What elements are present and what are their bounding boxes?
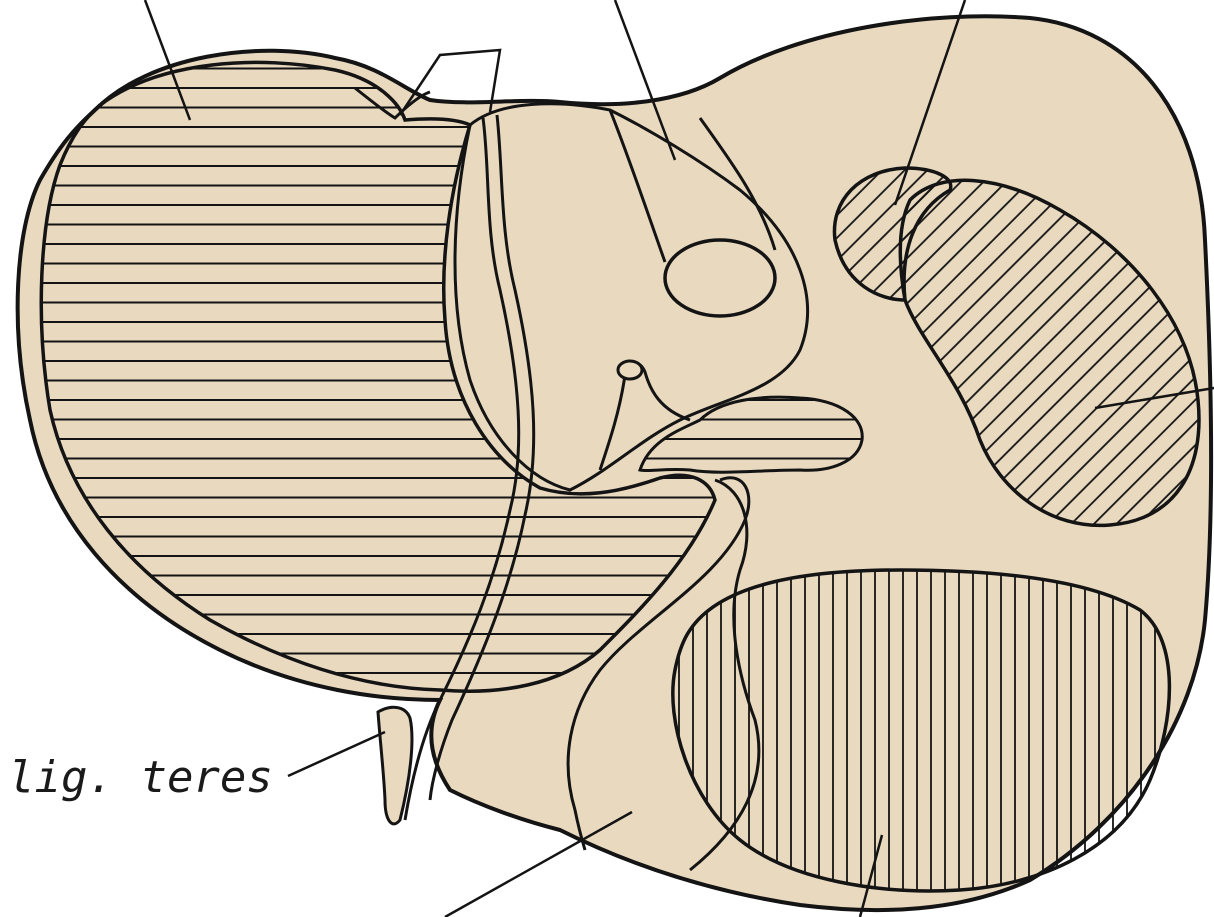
leader-line-bottom-center (445, 812, 632, 917)
lig-teres-label: lig. teres (8, 752, 273, 803)
papillary-process-tip (618, 361, 642, 379)
lower-right-vertically-hatched-region (673, 570, 1170, 891)
vena-cava-opening (665, 240, 775, 316)
leader-line-lig-teres (288, 732, 385, 776)
